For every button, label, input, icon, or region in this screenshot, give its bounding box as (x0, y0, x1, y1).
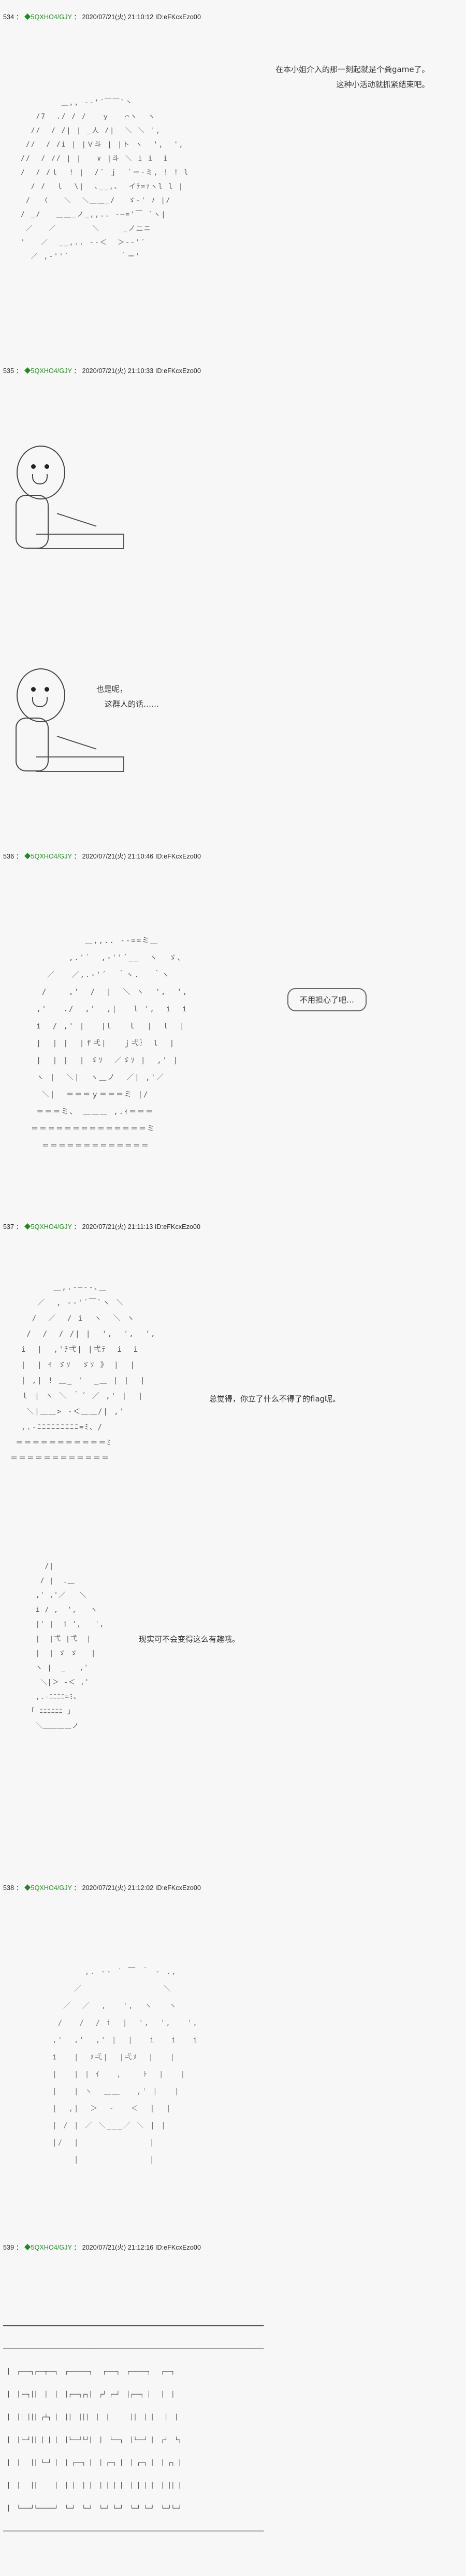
separator: ： (16, 1884, 23, 1892)
post-header-537: 537 ： ◆5QXHO4/GJY ： 2020/07/21(火) 21:11:… (3, 1221, 200, 1231)
separator: ： (74, 2244, 80, 2251)
trip-diamond-icon: ◆ (24, 367, 31, 375)
trip-code: 5QXHO4/GJY (31, 2244, 72, 2251)
creature-mouth (32, 474, 48, 484)
post-id[interactable]: ID:eFKcxEzo00 (154, 1223, 201, 1230)
post-id[interactable]: ID:eFKcxEzo00 (155, 1884, 201, 1892)
creature-leg (36, 534, 124, 535)
post-number[interactable]: 538 (3, 1884, 14, 1892)
post-date: 2020/07/21(火) 21:12:16 (82, 2244, 154, 2251)
eye-icon (45, 464, 49, 469)
eye-icon (45, 687, 49, 692)
dialogue-535: 也是呢， 这群人的话…… (96, 682, 159, 711)
trip-diamond-icon: ◆ (24, 2244, 31, 2251)
separator: ： (74, 13, 80, 21)
ascii-art-character-537b: /| / | .＿ ,' ,'／ ＼ i / , ', ヽ |' | i ', … (31, 1563, 105, 1730)
trip-diamond-icon: ◆ (24, 853, 31, 860)
post-header-536: 536 ： ◆5QXHO4/GJY ： 2020/07/21(火) 21:10:… (3, 851, 201, 861)
separator: ： (16, 367, 23, 375)
trip-code: 5QXHO4/GJY (31, 853, 72, 860)
ascii-art-character-537a: ＿,.-―‐-､＿ ／ , -‐'´￣`ヽ ＼ / ／ / i ヽ ＼ ヽ / … (10, 1283, 156, 1463)
ascii-art-character-534: ＿,, -‐'´￣￣`丶 /7 ./ / / ｙ ⌒ヽ ヽ // / /| | … (21, 99, 190, 261)
ascii-art-town-scene-539: ━━━━━━━━━━━━━━━━━━━━━━━━━━━━━━━━━━━━━━━━… (3, 2323, 264, 2535)
separator: ： (74, 367, 80, 375)
dialogue-line: 也是呢， (96, 684, 128, 694)
separator: ： (74, 853, 80, 860)
post-date: 2020/07/21(火) 21:10:33 (82, 367, 154, 375)
post-number[interactable]: 537 (3, 1223, 14, 1230)
dialogue-line: 总觉得，你立了什么不得了的flag呢。 (209, 1394, 341, 1404)
post-header-535: 535 ： ◆5QXHO4/GJY ： 2020/07/21(火) 21:10:… (3, 365, 201, 375)
creature-leg (36, 771, 124, 772)
dialogue-537a: 总觉得，你立了什么不得了的flag呢。 (209, 1392, 340, 1407)
creature-arm (56, 736, 97, 750)
separator: ： (16, 13, 23, 21)
post-number[interactable]: 536 (3, 853, 14, 860)
post-id[interactable]: ID:eFKcxEzo00 (155, 853, 201, 860)
post-id[interactable]: ID:eFKcxEzo00 (155, 2244, 201, 2251)
post-header-534: 534 ： ◆5QXHO4/GJY ： 2020/07/21(火) 21:10:… (3, 11, 201, 21)
separator: ： (16, 2244, 23, 2251)
trip-diamond-icon: ◆ (24, 1223, 31, 1230)
ascii-art-character-538: ,. -‐ ´ ￣ ｀ ‐ ., ／ ＼ ／ ／ , ', ヽ ヽ / / / … (52, 1968, 198, 2164)
creature-foot (123, 756, 124, 772)
separator: ： (16, 853, 23, 860)
post-date: 2020/07/21(火) 21:10:46 (82, 853, 154, 860)
creature-head (17, 446, 65, 499)
creature-body (16, 495, 49, 549)
creature-arm (56, 513, 97, 527)
creature-mouth (32, 697, 48, 707)
creature-leg (36, 756, 124, 757)
separator: ： (16, 1223, 23, 1230)
trip-code: 5QXHO4/GJY (31, 1223, 72, 1230)
post-number[interactable]: 534 (3, 13, 14, 21)
post-date: 2020/07/21(火) 21:10:12 (82, 13, 154, 21)
trip-code: 5QXHO4/GJY (31, 13, 72, 21)
post-id[interactable]: ID:eFKcxEzo00 (155, 367, 201, 375)
trip-diamond-icon: ◆ (24, 1884, 31, 1892)
speech-bubble-536: 不用担心了吧… (287, 988, 367, 1011)
trip-code: 5QXHO4/GJY (31, 367, 72, 375)
dialogue-line: 不用担心了吧… (300, 995, 355, 1005)
post-header-538: 538 ： ◆5QXHO4/GJY ： 2020/07/21(火) 21:12:… (3, 1882, 201, 1892)
post-date: 2020/07/21(火) 21:11:13 (82, 1223, 153, 1230)
trip-diamond-icon: ◆ (24, 13, 31, 21)
post-id[interactable]: ID:eFKcxEzo00 (155, 13, 201, 21)
dialogue-537b: 现实可不会变得这么有趣哦。 (139, 1632, 240, 1647)
creature-leg (36, 548, 124, 549)
separator: ： (74, 1884, 80, 1892)
eye-icon (31, 464, 36, 469)
dialogue-line: 这群人的话…… (105, 699, 159, 709)
ascii-art-character-536: ＿,,.. -‐==ミ＿ ,.'´ ,-''´__ ヽ ゞ、 ／ ／,.-'´ … (31, 937, 188, 1150)
post-header-539: 539 ： ◆5QXHO4/GJY ： 2020/07/21(火) 21:12:… (3, 2242, 201, 2252)
creature-foot (123, 534, 124, 549)
post-date: 2020/07/21(火) 21:12:02 (82, 1884, 154, 1892)
separator: ： (74, 1223, 80, 1230)
creature-head (17, 668, 65, 722)
dialogue-line: 现实可不会变得这么有趣哦。 (139, 1635, 240, 1644)
dialogue-534: 在本小姐介入的那一刻起就是个粪game了。 这种小活动就抓紧结束吧。 (275, 62, 430, 92)
post-number[interactable]: 539 (3, 2244, 14, 2251)
eye-icon (31, 687, 36, 692)
dialogue-line: 这种小活动就抓紧结束吧。 (336, 79, 430, 89)
post-number[interactable]: 535 (3, 367, 14, 375)
dialogue-line: 在本小姐介入的那一刻起就是个粪game了。 (275, 65, 430, 74)
creature-body (16, 718, 49, 771)
trip-code: 5QXHO4/GJY (31, 1884, 72, 1892)
